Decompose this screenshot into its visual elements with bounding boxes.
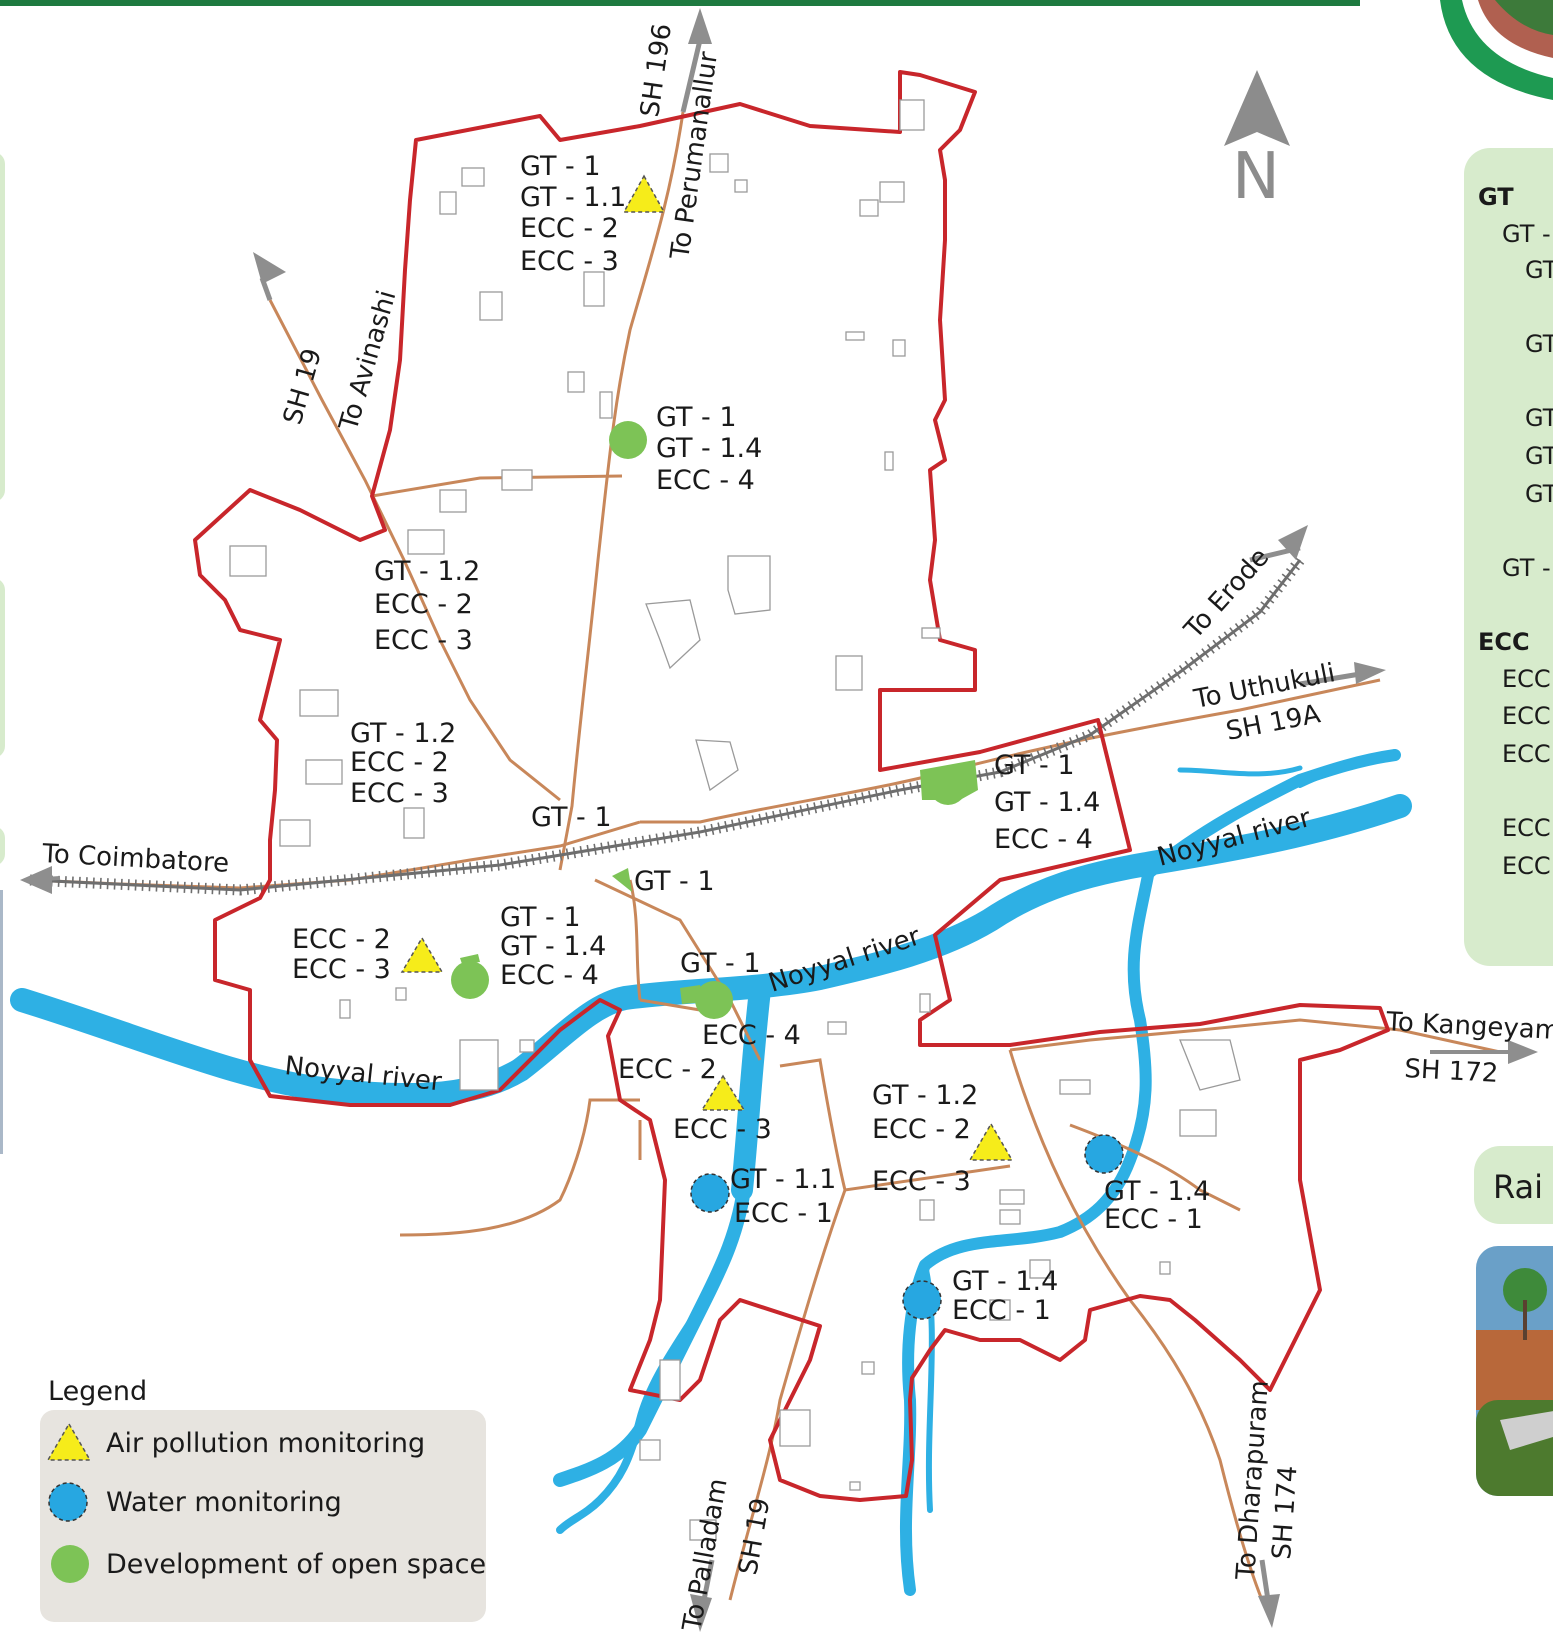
side-line-1: GT - <box>1502 220 1551 248</box>
side-line-0: GT <box>1478 183 1514 211</box>
buildings <box>229 99 1241 1541</box>
open-space-marker-2 <box>929 767 967 805</box>
rain-panel <box>1474 1146 1553 1224</box>
side-panel-text: GT GT - GT GT GT GT GT GT - ECC ECC ECC … <box>1478 183 1553 880</box>
side-line-12: ECC <box>1502 814 1551 842</box>
site-label-10: ECC - 4 <box>702 1020 801 1051</box>
city-boundary <box>193 70 1390 1502</box>
side-line-6: GT <box>1525 480 1553 508</box>
legend-item-1: Water monitoring <box>106 1487 342 1518</box>
side-line-2: GT <box>1525 256 1553 284</box>
site-label-11: ECC - 2 <box>618 1054 717 1085</box>
side-line-3: GT <box>1525 330 1553 358</box>
side-panel <box>1464 148 1553 966</box>
legend-water-icon <box>48 1482 88 1522</box>
label-palladam: To Palladam <box>677 1476 734 1632</box>
label-erode: To Erode <box>1178 542 1275 645</box>
site-label-14: ECC - 3 <box>872 1166 971 1197</box>
legend-open-space-icon <box>51 1545 89 1583</box>
side-line-8: ECC <box>1478 628 1530 656</box>
air-markers <box>400 174 1014 1161</box>
air-marker-north <box>622 174 666 213</box>
label-sh172: SH 172 <box>1404 1054 1499 1089</box>
site-label-12: ECC - 3 <box>673 1114 772 1145</box>
side-line-13: ECC <box>1502 852 1551 880</box>
legend-item-0: Air pollution monitoring <box>106 1428 425 1459</box>
legend: Legend Air pollution monitoring Water mo… <box>40 1376 486 1622</box>
left-panel-2 <box>0 580 5 756</box>
side-line-7: GT - <box>1502 554 1551 582</box>
legend-box <box>40 1410 486 1622</box>
open-space-marker-1 <box>609 421 647 459</box>
open-space-marker-3 <box>451 961 489 999</box>
label-kangeyam: To Kangeyam <box>1385 1007 1553 1046</box>
water-marker-2 <box>902 1280 942 1320</box>
left-panel-3 <box>0 828 5 864</box>
side-line-4: GT <box>1525 404 1553 432</box>
air-marker-east <box>968 1122 1014 1161</box>
left-panel-4 <box>0 890 3 1154</box>
open-space-marker-4 <box>695 981 733 1019</box>
side-line-5: GT <box>1525 442 1553 470</box>
side-line-11: ECC <box>1502 740 1551 768</box>
water-marker-1 <box>690 1173 730 1213</box>
air-marker-west <box>400 936 444 973</box>
label-sh174: SH 174 <box>1267 1465 1303 1561</box>
roads <box>29 111 1501 1601</box>
label-sh196: SH 196 <box>635 22 678 119</box>
label-sh19-north: SH 19 <box>278 345 328 428</box>
north-arrow: N <box>1224 70 1290 214</box>
water-marker-3 <box>1084 1134 1124 1174</box>
side-line-10: ECC <box>1502 702 1551 730</box>
water-markers <box>690 1134 1124 1320</box>
left-panel-1 <box>0 154 5 500</box>
site-label-9: GT - 1 <box>680 948 761 979</box>
label-sh19-south: SH 19 <box>733 1496 776 1577</box>
header-bar <box>0 0 1360 6</box>
air-marker-center <box>700 1074 746 1111</box>
north-label: N <box>1232 140 1280 214</box>
open-space-markers <box>451 421 967 1019</box>
legend-item-2: Development of open space <box>106 1549 486 1580</box>
direction-arrows <box>20 8 1538 1632</box>
legend-air-icon <box>46 1422 92 1461</box>
side-line-9: ECC <box>1502 665 1551 693</box>
rain-label: Rai <box>1493 1168 1543 1206</box>
corner-photo-badge <box>1440 0 1553 100</box>
header-bar-curve <box>1300 0 1360 3</box>
rain-photo <box>1476 1246 1553 1496</box>
legend-title: Legend <box>48 1376 147 1407</box>
site-label-6: GT - 1 <box>634 866 715 897</box>
river-labels: Noyyal river Noyyal river Noyyal river <box>283 803 1314 1098</box>
site-label-4: GT - 1 <box>531 802 612 833</box>
label-coimbatore: To Coimbatore <box>41 839 230 879</box>
